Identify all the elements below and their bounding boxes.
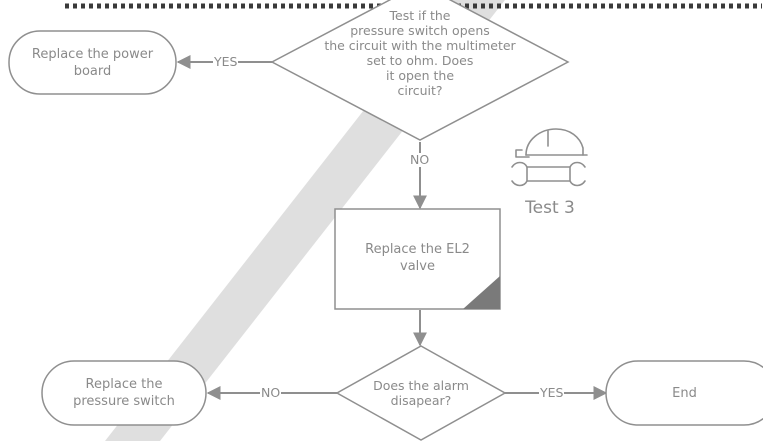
replace-pressure-switch-shape: [41, 360, 207, 426]
decision-top-text: Test if the pressure switch opens the ci…: [324, 8, 516, 98]
technician-tools-icon: [511, 128, 588, 187]
test-label: Test 3: [525, 197, 575, 218]
decision-alarm-shape: [335, 345, 507, 441]
replace-el2-text: Replace the EL2 valve: [365, 242, 470, 274]
edge-label-alarm-no: NO: [260, 385, 282, 400]
edge-label-alarm-yes: YES: [539, 385, 565, 400]
edge-label-top-yes: YES: [213, 54, 239, 69]
end-shape: [605, 360, 763, 426]
decision-alarm-text: Does the alarm disapear?: [373, 378, 469, 408]
replace-el2-shape: [334, 208, 501, 310]
decision-top-shape: [270, 0, 570, 141]
replace-pressure-switch-text: Replace the pressure switch: [73, 377, 175, 409]
end-text: End: [672, 385, 697, 401]
edge-label-top-no: NO: [409, 152, 431, 167]
replace-power-board-shape: [8, 30, 177, 95]
replace-power-board-text: Replace the power board: [31, 46, 154, 79]
replace-el2-fold: [463, 276, 500, 309]
